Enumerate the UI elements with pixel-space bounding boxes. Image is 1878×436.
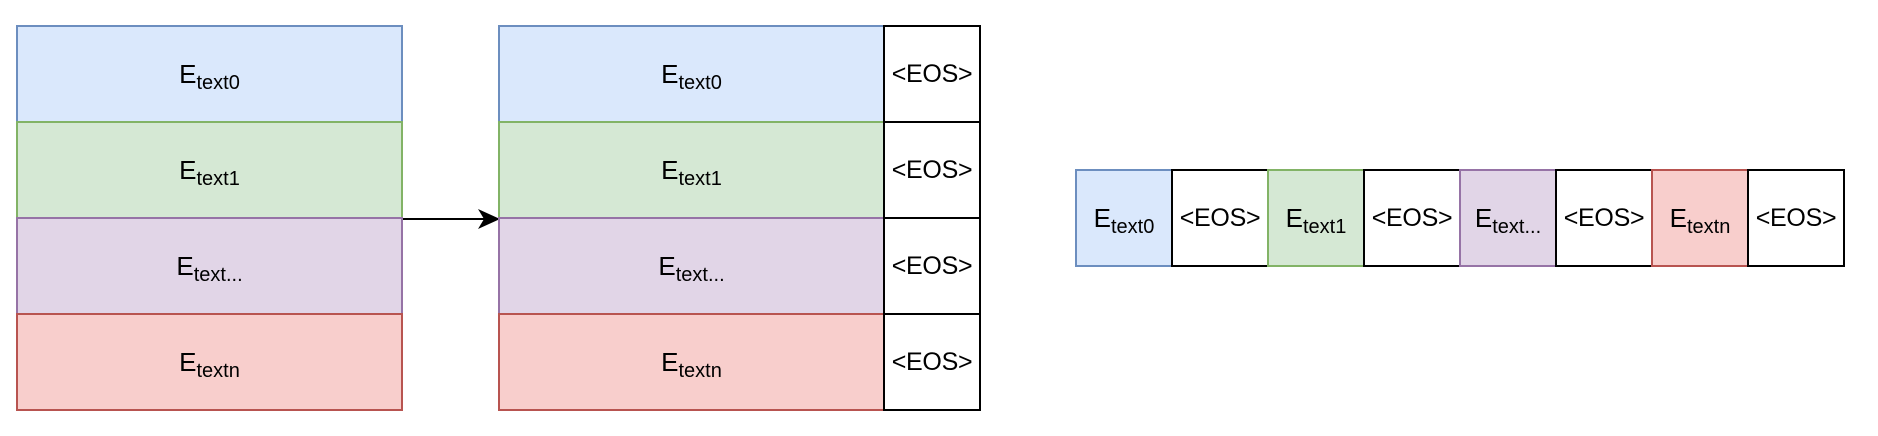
embedding-suffix-label: textn: [678, 360, 722, 382]
embedding-base-label: E: [176, 251, 194, 281]
eos-label: <EOS>: [1371, 203, 1453, 232]
embedding-suffix-label: textn: [196, 360, 240, 382]
eos-label: <EOS>: [891, 347, 973, 376]
eos-label: <EOS>: [891, 155, 973, 184]
embedding-suffix-label: textn: [1686, 216, 1731, 238]
embedding-base-label: E: [1285, 203, 1303, 233]
eos-label: <EOS>: [1755, 203, 1837, 232]
sequence-eos-token: <EOS>: [1747, 169, 1845, 267]
sequence-eos-token: <EOS>: [1171, 169, 1269, 267]
sequence-eos-token: <EOS>: [1363, 169, 1461, 267]
embedding-suffix-label: text1: [678, 168, 722, 190]
eos-label: <EOS>: [891, 251, 973, 280]
eos-token-box: <EOS>: [883, 25, 981, 123]
embedding-base-label: E: [179, 59, 197, 89]
eos-token-box: <EOS>: [883, 217, 981, 315]
embedding-base-label: E: [1093, 203, 1111, 233]
embedding-suffix-label: text...: [675, 264, 725, 286]
embedding-base-label: E: [661, 155, 679, 185]
embedding-base-label: E: [661, 347, 679, 377]
embedding-suffix-label: text0: [196, 72, 240, 94]
embedding-base-label: E: [179, 155, 197, 185]
embedding-suffix-label: text1: [1302, 216, 1347, 238]
embedding-base-label: E: [1474, 203, 1493, 233]
embedding-suffix-label: text...: [193, 264, 243, 286]
sequence-eos-token: <EOS>: [1555, 169, 1653, 267]
embedding-suffix-label: text0: [1110, 216, 1155, 238]
embedding-suffix-label: text0: [678, 72, 722, 94]
embedding-base-label: E: [661, 59, 679, 89]
embedding-base-label: E: [179, 347, 197, 377]
eos-label: <EOS>: [1179, 203, 1261, 232]
arrow-head: [478, 209, 500, 229]
eos-token-box: <EOS>: [883, 313, 981, 411]
eos-token-box: <EOS>: [883, 121, 981, 219]
embedding-base-label: E: [658, 251, 676, 281]
embedding-suffix-label: text1: [196, 168, 240, 190]
eos-label: <EOS>: [891, 59, 973, 88]
embedding-suffix-label: text...: [1492, 216, 1542, 238]
eos-label: <EOS>: [1563, 203, 1645, 232]
embedding-base-label: E: [1669, 203, 1687, 233]
